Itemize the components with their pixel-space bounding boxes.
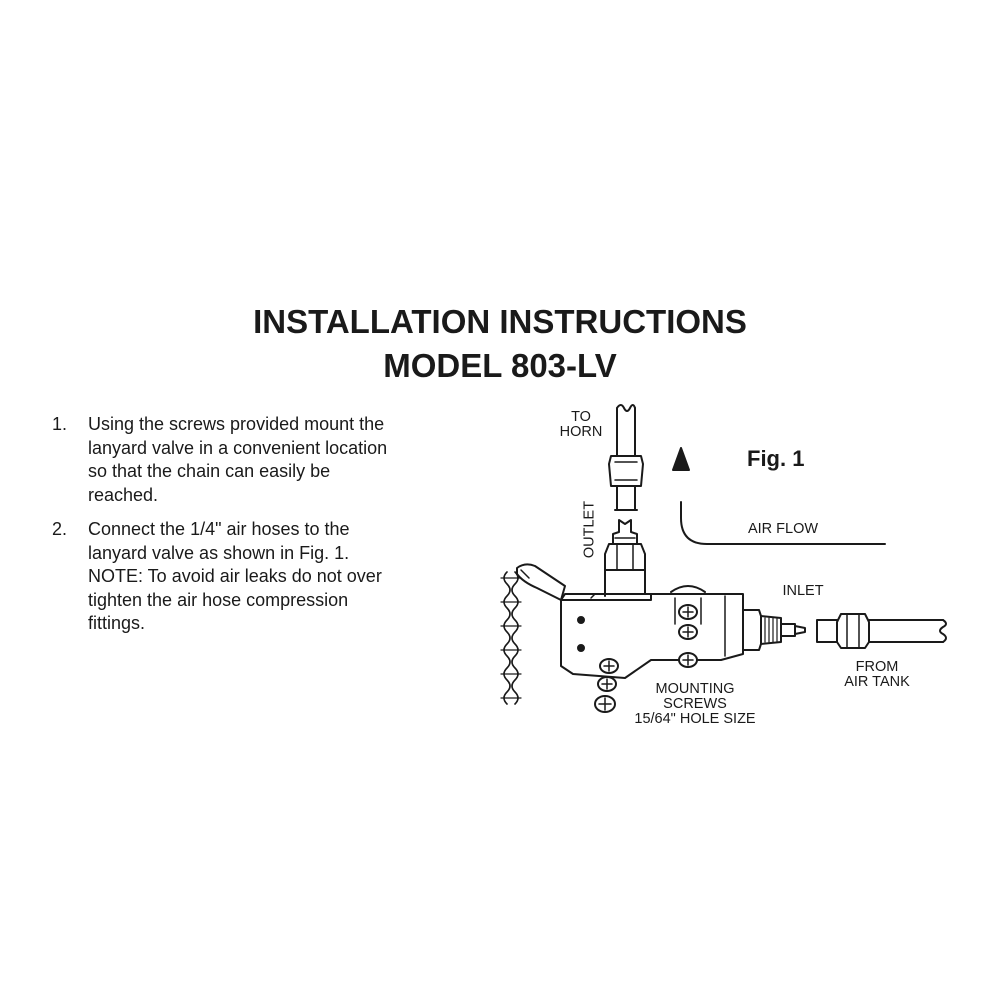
label-line: AIR TANK (844, 674, 910, 690)
step-text-line: NOTE: To avoid air leaks do not over (88, 566, 382, 586)
mounting-screw-icon (678, 604, 698, 668)
pull-lever-icon (516, 563, 566, 601)
step-text-line: Connect the 1/4" air hoses to the (88, 519, 350, 539)
label-outlet: OUTLET (581, 500, 598, 559)
label-to-horn: TO HORN (553, 410, 609, 440)
label-line: FROM (855, 659, 899, 675)
step-number: 1. (52, 414, 68, 434)
step-1: 1. Using the screws provided mount the l… (52, 413, 452, 507)
lanyard-valve-illustration (500, 404, 947, 713)
label-line: TO (571, 409, 591, 425)
label-from-air-tank: FROM AIR TANK (835, 660, 919, 690)
label-line: MOUNTING (655, 681, 735, 697)
label-line: SCREWS (663, 696, 727, 712)
figure-title: Fig. 1 (747, 446, 805, 471)
inlet-fitting-icon (742, 609, 806, 651)
air-flow-arrow-icon (672, 447, 886, 545)
valve-body-icon (560, 569, 744, 679)
step-2: 2. Connect the 1/4" air hoses to the lan… (52, 518, 452, 636)
instruction-steps: 1. Using the screws provided mount the l… (52, 413, 452, 647)
outlet-nipple-icon (604, 519, 646, 571)
step-text-line: fittings. (88, 613, 146, 633)
air-tank-hose-icon (816, 613, 947, 649)
label-line: HORN (559, 424, 603, 440)
step-text-line: so that the chain can easily be (88, 461, 331, 481)
step-number: 2. (52, 519, 68, 539)
model-number: MODEL 803-LV (383, 347, 617, 384)
mounting-screw-icon (594, 658, 619, 713)
label-line: 15/64" HOLE SIZE (634, 711, 756, 727)
label-air-flow: AIR FLOW (747, 521, 819, 537)
figure-1-valve-diagram: Fig. 1 TO HORN OUTLET AIR FLOW INLET FRO… (495, 398, 965, 730)
step-text-line: reached. (88, 484, 159, 505)
step-text-line: lanyard valve in a convenient location (88, 437, 388, 458)
label-inlet: INLET (782, 583, 824, 599)
horn-hose-icon (608, 404, 644, 511)
step-text-line: Using the screws provided mount the (88, 414, 385, 434)
label-mounting-screws: MOUNTING SCREWS 15/64" HOLE SIZE (623, 682, 767, 727)
document-title: INSTALLATION INSTRUCTIONS (253, 303, 747, 340)
step-text-line: tighten the air hose compression (88, 589, 349, 610)
step-text-line: lanyard valve as shown in Fig. 1. (88, 542, 350, 563)
chain-icon (500, 571, 522, 705)
